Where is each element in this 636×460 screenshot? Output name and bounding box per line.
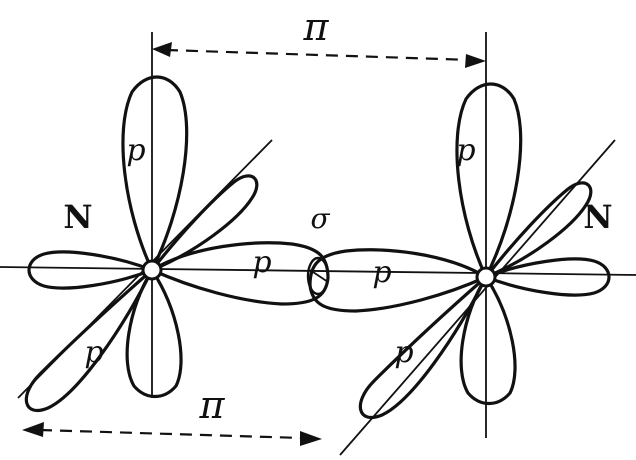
left-diagonal-p-label: p [84, 335, 103, 370]
left-vertical-p-label: p [126, 133, 145, 168]
right-atom-label: N [583, 198, 612, 236]
right-pz-upper-lobe [455, 82, 523, 279]
pi-top-label: π [303, 5, 330, 49]
right-py-upper-lobe [484, 181, 593, 279]
right-py-lower-lobe [358, 275, 488, 419]
pi-top-left-arrowhead [152, 42, 172, 57]
sigma-overlap-region [306, 256, 330, 296]
left-px-back-lobe [27, 250, 154, 290]
pi-top-dashed-connector [165, 48, 473, 62]
left-nucleus [141, 259, 163, 281]
pi-bottom-dashed-connector [39, 428, 303, 440]
left-px-sigma-lobe [150, 241, 330, 306]
left-py-upper-lobe [150, 174, 259, 272]
right-diagonal-axis [339, 139, 616, 456]
left-nitrogen-orbitals [24, 75, 330, 412]
pi-top-right-arrowhead [465, 54, 486, 68]
pi-bottom-left-arrowhead [22, 422, 44, 437]
sigma-right-p-label: p [372, 255, 391, 290]
right-pz-lower-lobe [459, 275, 517, 406]
pi-bottom-label: π [199, 383, 226, 427]
right-nitrogen-orbitals [308, 82, 611, 419]
right-nucleus [475, 266, 497, 288]
left-pz-upper-lobe [121, 75, 189, 272]
horizontal-bond-axis [0, 266, 636, 276]
right-px-back-lobe [484, 257, 611, 297]
left-pz-lower-lobe [125, 268, 183, 399]
right-diagonal-p-label: p [394, 335, 413, 370]
sigma-left-p-label: p [252, 245, 271, 280]
pi-bottom-right-arrowhead [300, 431, 322, 446]
left-atom-label: N [63, 198, 92, 236]
left-py-lower-lobe [24, 268, 154, 412]
right-vertical-p-label: p [456, 133, 475, 168]
sigma-label: σ [310, 202, 330, 235]
sigma-hatch-line [309, 269, 329, 283]
